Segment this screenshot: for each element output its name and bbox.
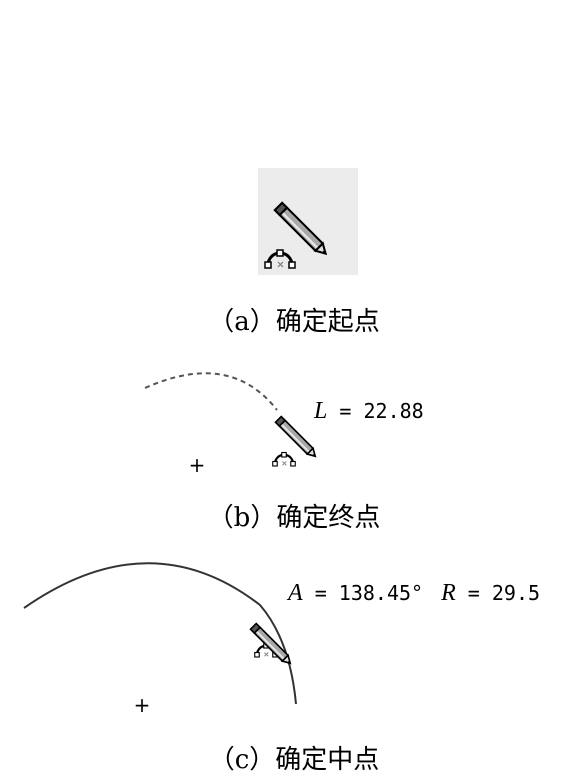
length-var: L: [313, 398, 327, 424]
caption-a: （a）确定起点: [208, 307, 380, 337]
preview-arc-dashed: [144, 372, 278, 411]
length-value: = 22.88: [327, 399, 423, 423]
panel-c: + A = 138.45° R = 29.5 （c）确定中点: [23, 562, 540, 775]
length-readout: L = 22.88: [313, 398, 424, 424]
caption-c: （c）确定中点: [209, 745, 380, 775]
panel-a: （a）确定起点: [208, 168, 380, 337]
angle-radius-readout: A = 138.45° R = 29.5: [286, 580, 540, 606]
angle-value: = 138.45°: [303, 581, 423, 605]
radius-value: = 29.5: [456, 581, 540, 605]
center-cross-b: +: [189, 453, 206, 477]
angle-var: A: [286, 580, 303, 606]
cursor-background: [258, 168, 358, 275]
pencil-arc-cursor-icon: [249, 622, 295, 668]
center-cross-c: +: [134, 693, 151, 717]
radius-var: R: [440, 580, 456, 606]
caption-b: （b）确定终点: [208, 503, 381, 533]
pencil-arc-cursor-icon: [271, 415, 320, 468]
panel-b: + L = 22.88 （b）确定终点: [144, 372, 424, 533]
